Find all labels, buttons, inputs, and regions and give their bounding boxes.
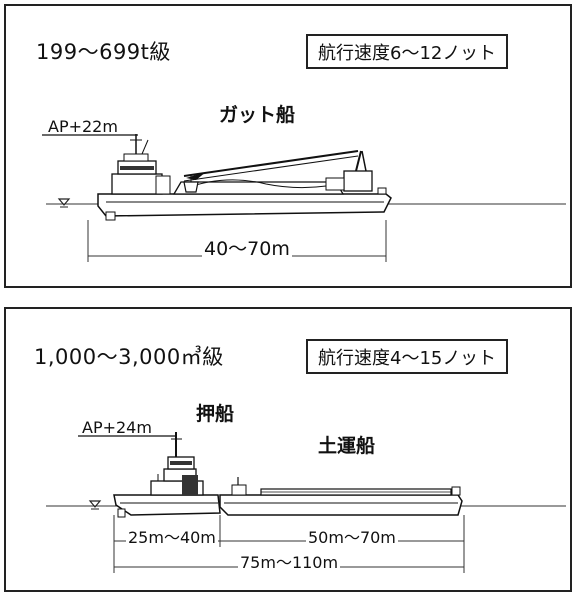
- ap-height-label: AP+22m: [48, 117, 118, 136]
- pusher-hull: [113, 494, 221, 518]
- pusher-length-label: 25m～40m: [126, 524, 218, 548]
- ship-name-label: ガット船: [219, 104, 296, 126]
- gut-ship-hull: [97, 193, 392, 221]
- gut-ship-drawing: [42, 134, 566, 262]
- gut-ship-hold: [172, 179, 345, 195]
- barge-hull: [219, 477, 463, 516]
- gut-ship-bridge: [111, 134, 171, 195]
- speed-label: 航行速度4～15ノット: [306, 339, 508, 374]
- pusher-barge-drawing: [46, 432, 566, 573]
- tonnage-label: 199～699t級: [36, 40, 171, 64]
- water-level-icon: [88, 500, 102, 510]
- speed-label: 航行速度6～12ノット: [306, 34, 508, 69]
- barge-length-label: 50m～70m: [306, 524, 398, 548]
- pusher-barge-panel: 1,000～3,000㎥級 航行速度4～15ノット 押船 土運船 AP+24m …: [4, 307, 572, 592]
- water-level-icon: [57, 198, 71, 208]
- tonnage-label: 1,000～3,000㎥級: [34, 345, 224, 369]
- pusher-superstructure: [150, 432, 204, 496]
- ap-height-label: AP+24m: [82, 418, 152, 437]
- ship-length-label: 40～70m: [202, 234, 292, 261]
- barge-name-label: 土運船: [318, 435, 376, 457]
- gut-ship-panel: 199～699t級 航行速度6～12ノット ガット船 AP+22m 40～70m: [4, 4, 572, 288]
- total-length-label: 75m～110m: [238, 549, 341, 573]
- grab-bucket-icon: [183, 176, 199, 193]
- pusher-name-label: 押船: [196, 403, 235, 425]
